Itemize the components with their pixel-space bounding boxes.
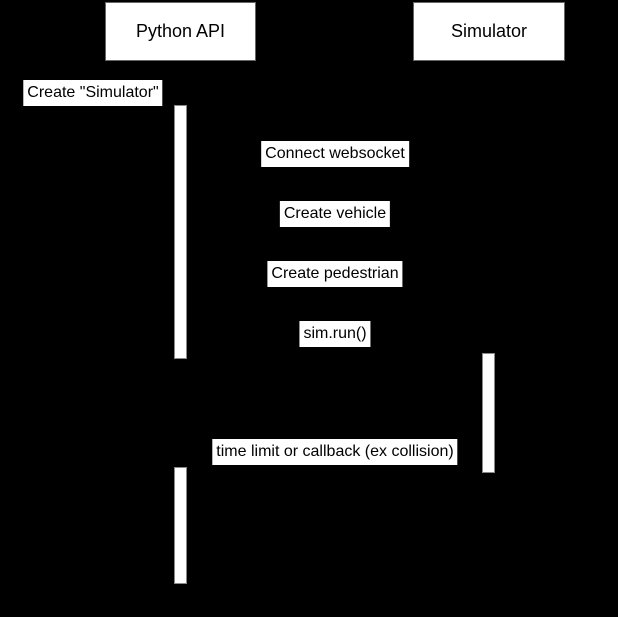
participant-box-simulator: Simulator bbox=[413, 2, 565, 61]
arrow-create-vehicle bbox=[187, 228, 488, 229]
participant-label-python-api: Python API bbox=[135, 21, 226, 41]
arrow-connect-websocket bbox=[187, 168, 488, 169]
arrow-sim-run bbox=[187, 352, 482, 353]
activation-bar-python-api-2 bbox=[174, 467, 187, 584]
message-label-sim-run: sim.run() bbox=[299, 321, 371, 347]
message-label-connect-websocket: Connect websocket bbox=[261, 141, 409, 167]
participant-label-simulator: Simulator bbox=[450, 21, 528, 41]
message-label-create-simulator: Create "Simulator" bbox=[23, 80, 163, 106]
lifeline-simulator bbox=[488, 61, 489, 584]
arrow-create-pedestrian bbox=[187, 288, 488, 289]
message-label-create-vehicle: Create vehicle bbox=[279, 201, 391, 227]
message-label-create-pedestrian: Create pedestrian bbox=[267, 261, 403, 287]
message-label-time-limit-callback: time limit or callback (ex collision) bbox=[212, 439, 458, 465]
participant-box-python-api: Python API bbox=[105, 2, 256, 61]
activation-bar-simulator bbox=[482, 353, 495, 473]
activation-bar-python-api-1 bbox=[174, 105, 187, 359]
